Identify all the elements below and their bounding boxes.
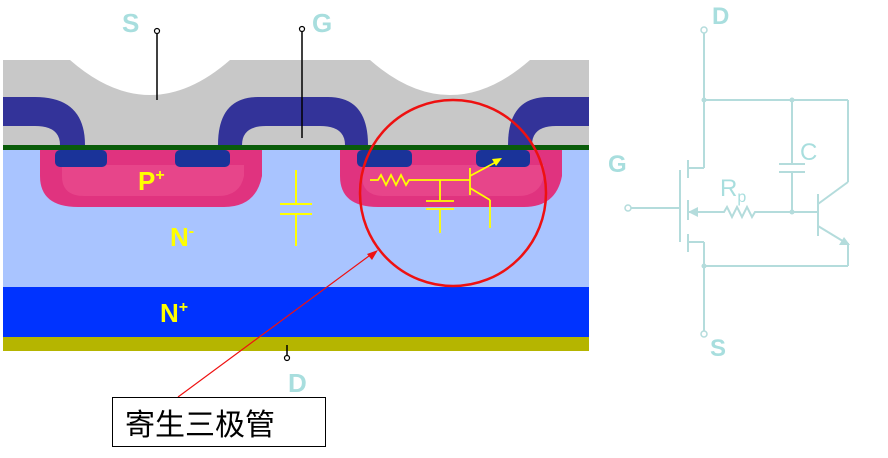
gate-poly-right (508, 97, 589, 145)
callout-pointer-arrow (367, 250, 378, 260)
terminal-dots (153, 25, 306, 362)
circuit-resistor-label: Rp (720, 175, 746, 206)
mosfet-body-arrow (688, 207, 698, 217)
circuit-drain-terminal (700, 26, 708, 34)
circuit-source-label: S (710, 335, 726, 362)
drain-terminal-label: D (288, 368, 307, 398)
circuit-gate-terminal (624, 204, 632, 212)
circuit-bjt-collector (817, 181, 849, 205)
n-minus-region-label: N- (170, 222, 194, 252)
source-terminal-label: S (122, 8, 139, 38)
circuit-source-terminal (700, 330, 708, 338)
callout-text: 寄生三极管 (125, 408, 275, 443)
circuit-capacitor-label: C (800, 139, 817, 166)
n-plus-source (55, 150, 107, 167)
capacitor-symbol (280, 170, 312, 246)
bjt-emitter-arrow (492, 158, 502, 166)
circuit-bjt-emitter-arrow (839, 237, 850, 245)
n-plus-substrate (3, 287, 589, 337)
parasitic-transistor-highlight (358, 98, 548, 288)
n-plus-source (357, 150, 412, 167)
junction-dot (789, 209, 795, 215)
n-plus-region-label: N+ (160, 298, 188, 328)
parasitic-transistor-callout: 寄生三极管 (112, 397, 326, 447)
gate-poly-left (3, 97, 85, 145)
drain-metal (3, 337, 589, 351)
rp-resistor (718, 204, 818, 220)
equivalent-circuit (630, 32, 849, 332)
p-plus-shade-left (62, 165, 244, 196)
bjt-emitter (469, 160, 499, 177)
n-plus-source (175, 150, 230, 167)
callout-pointer (177, 252, 374, 398)
source-terminal-dot (153, 27, 161, 35)
n-plus-source-wells (55, 150, 530, 167)
gate-terminal-dot (298, 25, 306, 33)
junction-dot (701, 263, 707, 269)
junction-dot (789, 97, 795, 103)
junction-dot (701, 97, 707, 103)
gate-poly-center (218, 97, 368, 145)
gate-oxide (3, 145, 589, 150)
circuit-bjt-emitter (817, 225, 847, 244)
drain-terminal-dot (283, 354, 291, 362)
circuit-gate-label: G (608, 151, 627, 178)
gate-polysilicon (3, 97, 589, 145)
circuit-drain-label: D (712, 3, 729, 30)
base-resistor-symbol (370, 172, 470, 188)
n-plus-source (476, 150, 530, 167)
cross-section: S G D P+ N- N+ (3, 8, 589, 398)
equivalent-circuit-marks: D G S C Rp (608, 3, 850, 362)
p-plus-region-label: P+ (138, 166, 165, 196)
parasitic-bjt-symbols (370, 160, 499, 233)
gate-terminal-label: G (312, 8, 332, 38)
bjt-collector (469, 187, 491, 201)
